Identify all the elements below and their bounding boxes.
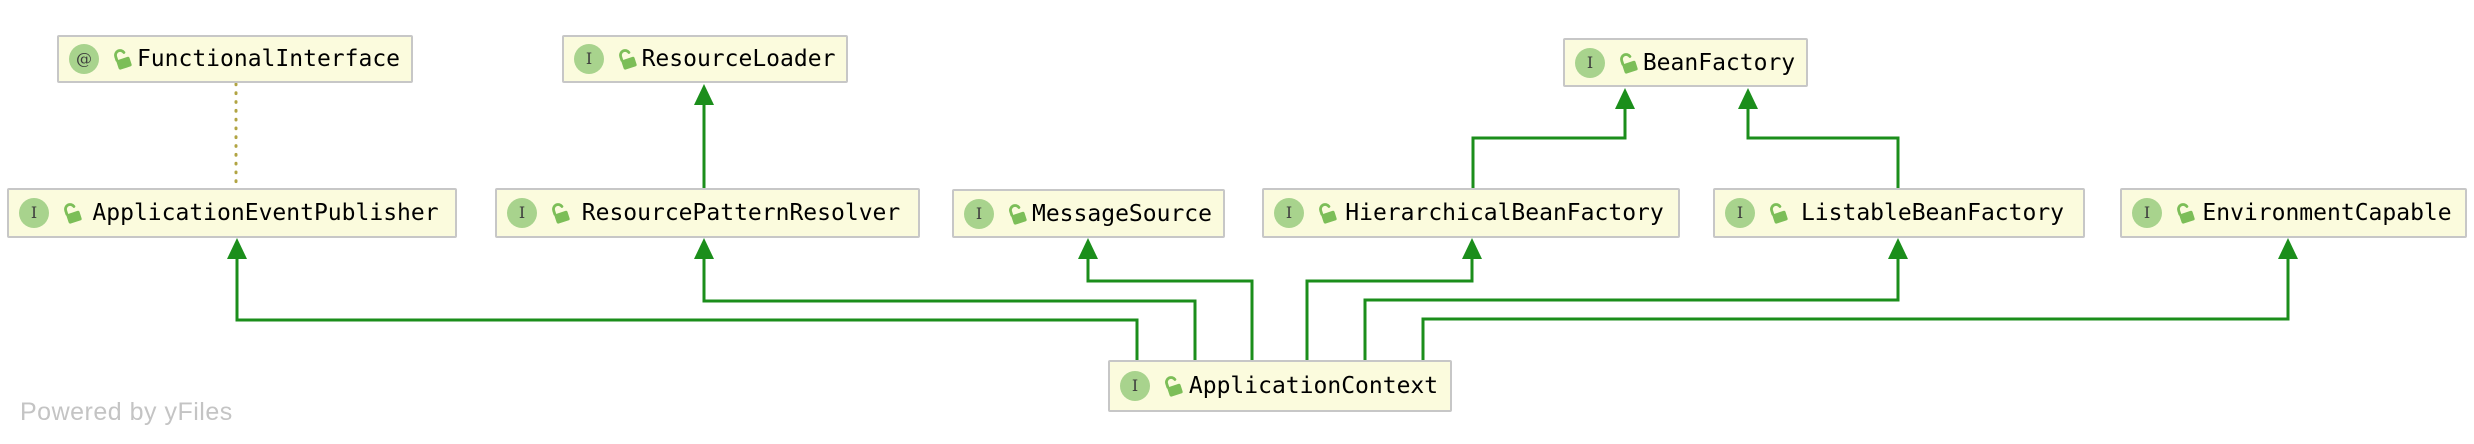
arrowhead-icon xyxy=(1462,238,1482,259)
node-label: ApplicationEventPublisher xyxy=(92,200,439,226)
node-ResourceLoader[interactable]: I ResourceLoader xyxy=(562,35,848,83)
interface-icon: I xyxy=(2132,198,2162,228)
node-label: BeanFactory xyxy=(1642,49,1796,76)
arrowhead-icon xyxy=(1078,238,1098,259)
node-ApplicationEventPublisher[interactable]: I ApplicationEventPublisher xyxy=(7,188,457,238)
open-lock-icon xyxy=(114,49,132,70)
open-lock-icon xyxy=(619,49,637,70)
open-lock-icon xyxy=(1319,203,1337,224)
interface-icon: I xyxy=(1274,198,1304,228)
node-HierarchicalBeanFactory[interactable]: I HierarchicalBeanFactory xyxy=(1262,188,1680,238)
node-ResourcePatternResolver[interactable]: I ResourcePatternResolver xyxy=(495,188,920,238)
interface-icon: I xyxy=(1725,198,1755,228)
node-label: MessageSource xyxy=(1031,200,1212,227)
edge-ApplicationContext-to-ResourcePatternResolver xyxy=(694,238,1197,360)
open-lock-icon xyxy=(2177,203,2195,224)
node-label: ResourceLoader xyxy=(641,46,836,72)
open-lock-icon xyxy=(1770,203,1788,224)
edge-ListableBeanFactory-to-BeanFactory xyxy=(1738,88,1900,188)
node-ListableBeanFactory[interactable]: I ListableBeanFactory xyxy=(1713,188,2085,238)
node-label: ApplicationContext xyxy=(1188,373,1439,399)
node-label: HierarchicalBeanFactory xyxy=(1345,200,1664,226)
interface-icon: I xyxy=(1575,47,1605,78)
annotation-icon: @ xyxy=(69,44,99,74)
node-EnvironmentCapable[interactable]: I EnvironmentCapable xyxy=(2120,188,2467,238)
edge-ApplicationContext-to-MessageSource xyxy=(1078,238,1254,360)
edge-HierarchicalBeanFactory-to-BeanFactory xyxy=(1471,88,1635,188)
node-label: ResourcePatternResolver xyxy=(581,200,901,226)
interface-icon: I xyxy=(507,198,537,228)
edge-ResourcePatternResolver-to-ResourceLoader xyxy=(694,84,714,188)
open-lock-icon xyxy=(552,203,570,224)
node-ApplicationContext[interactable]: I ApplicationContext xyxy=(1108,360,1452,412)
edge-ApplicationContext-to-ListableBeanFactory xyxy=(1363,238,1908,360)
arrowhead-icon xyxy=(227,238,247,259)
arrowhead-icon xyxy=(2278,238,2298,259)
arrowhead-icon xyxy=(694,238,714,259)
edge-ApplicationContext-to-ApplicationEventPublisher xyxy=(227,238,1139,360)
arrowhead-icon xyxy=(1615,88,1635,109)
node-BeanFactory[interactable]: I BeanFactory xyxy=(1563,38,1808,87)
node-FunctionalInterface[interactable]: @ FunctionalInterface xyxy=(57,35,413,83)
open-lock-icon xyxy=(1620,52,1638,74)
open-lock-icon xyxy=(1165,376,1183,397)
node-label: EnvironmentCapable xyxy=(2202,200,2452,226)
edge-ApplicationContext-to-HierarchicalBeanFactory xyxy=(1305,238,1482,360)
open-lock-icon xyxy=(64,203,82,224)
yfiles-watermark[interactable]: Powered by yFiles xyxy=(20,398,233,426)
arrowhead-icon xyxy=(1738,88,1758,109)
open-lock-icon xyxy=(1009,203,1027,225)
arrowhead-icon xyxy=(694,84,714,105)
interface-icon: I xyxy=(19,198,49,228)
interface-icon: I xyxy=(574,44,604,74)
edge-ApplicationContext-to-EnvironmentCapable xyxy=(1421,238,2298,360)
node-label: ListableBeanFactory xyxy=(1800,200,2065,226)
node-MessageSource[interactable]: I MessageSource xyxy=(952,189,1225,238)
node-label: FunctionalInterface xyxy=(136,46,401,72)
interface-icon: I xyxy=(1120,371,1150,401)
interface-icon: I xyxy=(964,198,994,229)
arrowhead-icon xyxy=(1888,238,1908,259)
